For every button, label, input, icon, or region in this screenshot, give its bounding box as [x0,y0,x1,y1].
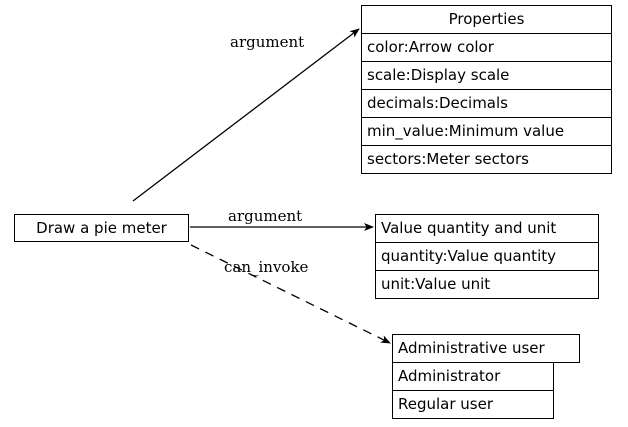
class-row: Administrator [392,362,554,391]
class-row: decimals:Decimals [361,89,612,118]
class-row: quantity:Value quantity [375,242,599,271]
class-title-properties: Properties [361,5,612,34]
class-box-properties[interactable]: Properties color:Arrow color scale:Displ… [361,5,612,174]
edge-label-argument-properties: argument [230,33,305,51]
class-row: min_value:Minimum value [361,117,612,146]
class-title-value-quantity-and-unit: Value quantity and unit [375,214,599,243]
class-box-administrative-user[interactable]: Administrative user Administrator Regula… [392,334,580,419]
class-row: scale:Display scale [361,61,612,90]
edge-label-can-invoke: can_invoke [224,258,309,276]
class-row: Regular user [392,390,554,419]
edge-line-argument-properties [132,28,360,202]
edge-label-argument-value-quantity: argument [228,207,303,225]
node-draw-a-pie-meter[interactable]: Draw a pie meter [14,214,189,242]
class-box-value-quantity-and-unit[interactable]: Value quantity and unit quantity:Value q… [375,214,599,299]
class-row: sectors:Meter sectors [361,145,612,174]
class-row: color:Arrow color [361,33,612,62]
class-title-administrative-user: Administrative user [392,334,580,363]
node-label-draw-a-pie-meter: Draw a pie meter [36,219,167,237]
class-row: unit:Value unit [375,270,599,299]
